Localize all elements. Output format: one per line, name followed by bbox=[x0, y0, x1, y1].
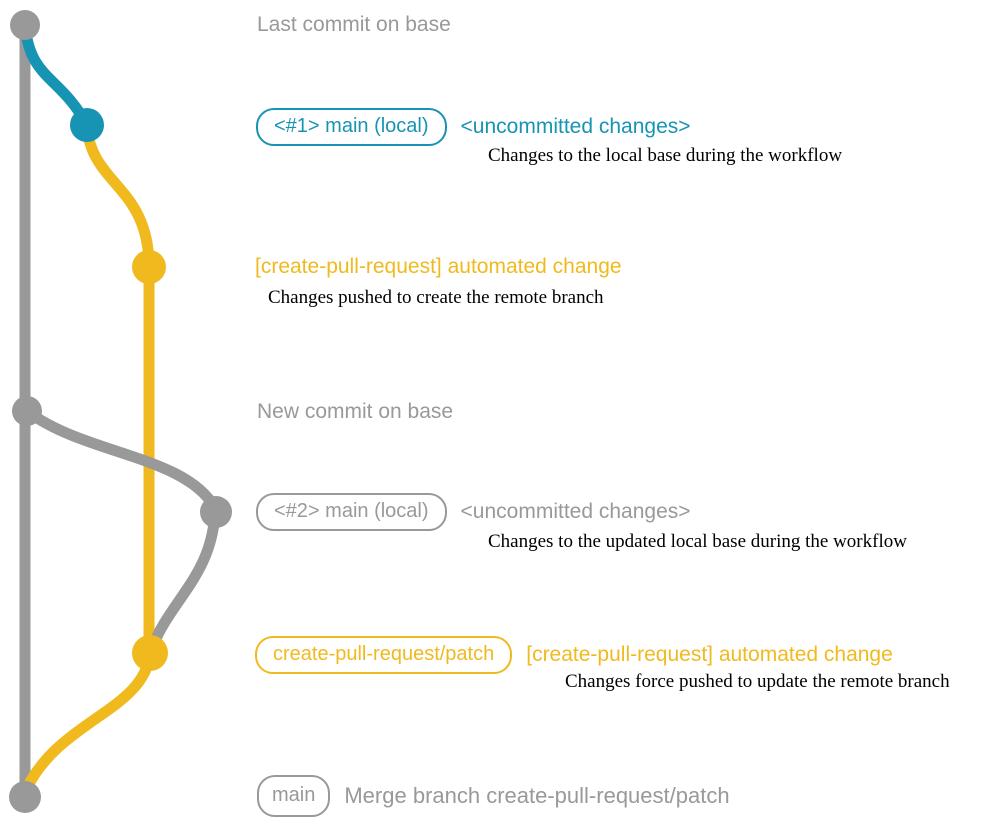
commit-node-new-base bbox=[12, 396, 42, 426]
annotation-new-commit-on-base: New commit on base bbox=[257, 400, 453, 424]
patch-branch-line bbox=[81, 119, 155, 660]
commit-node-last-base bbox=[10, 10, 40, 40]
annotation-merge-commit: main Merge branch create-pull-request/pa… bbox=[257, 775, 730, 817]
edge-base-to-main-local-2 bbox=[21, 405, 221, 514]
branch-badge-main-local-2: <#2> main (local) bbox=[256, 493, 447, 531]
note-local-base-changes: Changes to the local base during the wor… bbox=[488, 145, 843, 166]
edge-patch-to-merge bbox=[21, 647, 156, 794]
annotation-main-local-2: <#2> main (local) <uncommitted changes> bbox=[256, 493, 691, 531]
annotation-main-local-1: <#1> main (local) <uncommitted changes> bbox=[256, 108, 691, 146]
commit-node-main-local-1 bbox=[70, 108, 104, 142]
commit-message: Last commit on base bbox=[257, 13, 451, 36]
note-force-push-update-branch: Changes force pushed to update the remot… bbox=[565, 671, 950, 692]
commit-message: New commit on base bbox=[257, 400, 454, 423]
annotation-automated-change-1: [create-pull-request] automated change bbox=[255, 255, 622, 279]
commit-node-merge bbox=[9, 781, 41, 813]
commit-node-main-local-2 bbox=[200, 496, 232, 528]
note-updated-local-base-changes: Changes to the updated local base during… bbox=[488, 531, 907, 552]
commit-node-patch-2 bbox=[132, 635, 168, 671]
commit-message: [create-pull-request] automated change bbox=[255, 255, 622, 278]
edge-main-local-2-to-patch bbox=[146, 504, 221, 654]
branch-badge-patch: create-pull-request/patch bbox=[255, 636, 513, 674]
commit-message: [create-pull-request] automated change bbox=[526, 643, 893, 666]
annotation-last-commit-on-base: Last commit on base bbox=[257, 13, 451, 37]
branch-badge-main-local-1: <#1> main (local) bbox=[256, 108, 447, 146]
annotation-patch-branch: create-pull-request/patch [create-pull-r… bbox=[255, 636, 893, 674]
edge-base-to-main-local-1 bbox=[19, 19, 93, 131]
commit-node-patch-1 bbox=[132, 250, 166, 284]
branch-badge-main: main bbox=[257, 775, 331, 817]
note-push-create-branch: Changes pushed to create the remote bran… bbox=[268, 287, 604, 308]
commit-message: <uncommitted changes> bbox=[460, 115, 691, 138]
commit-message: Merge branch create-pull-request/patch bbox=[344, 783, 730, 808]
commit-message: <uncommitted changes> bbox=[460, 500, 691, 523]
